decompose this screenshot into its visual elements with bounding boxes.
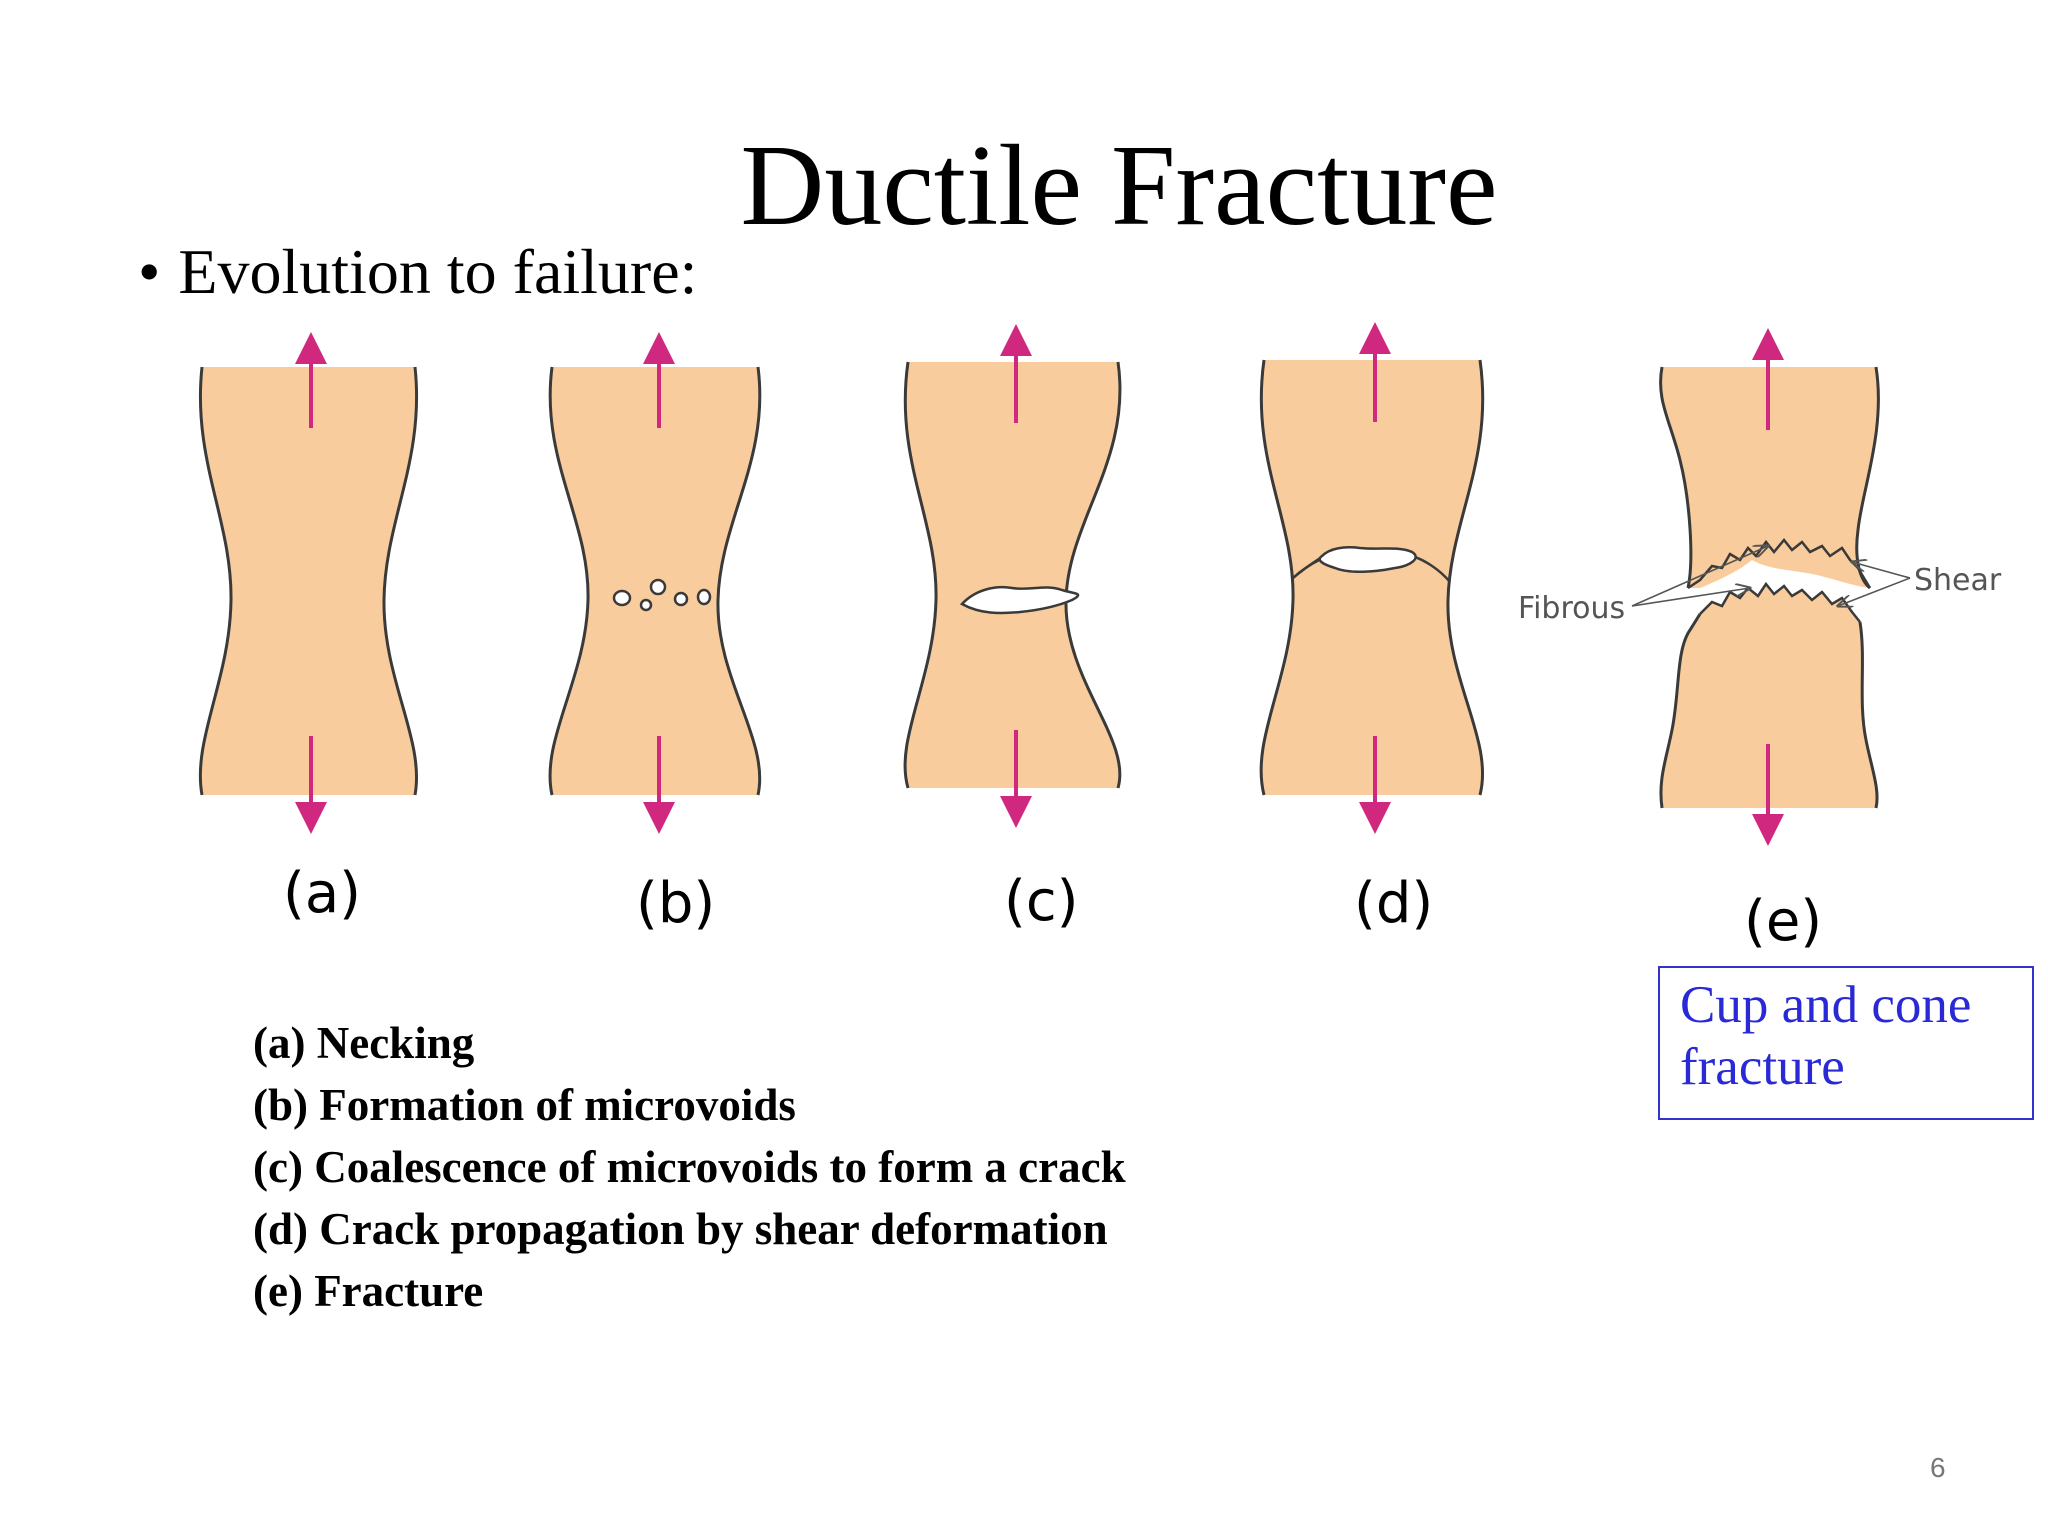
specimen-a <box>198 332 419 834</box>
shear-label: Shear <box>1914 563 2002 598</box>
specimen-d <box>1259 322 1485 834</box>
specimen-e: Fibrous Shear <box>1518 328 2002 846</box>
legend-item-e: (e) Fracture <box>253 1266 484 1316</box>
specimen-c <box>903 324 1122 828</box>
crack <box>959 586 1080 615</box>
panel-label-b: (b) <box>636 871 716 936</box>
fibrous-label: Fibrous <box>1518 591 1625 626</box>
microvoids <box>612 578 712 612</box>
panel-label-c: (c) <box>1004 869 1079 934</box>
bullet-marker: • <box>138 236 161 307</box>
cup-and-cone-callout: Cup and cone fracture <box>1658 966 2034 1120</box>
bullet-point: •Evolution to failure: <box>138 240 697 304</box>
panel-label-a: (a) <box>283 861 362 926</box>
crack <box>1318 546 1417 573</box>
legend-item-b: (b) Formation of microvoids <box>253 1080 796 1130</box>
bullet-text: Evolution to failure: <box>178 236 698 307</box>
stage-legend: (a) Necking (b) Formation of microvoids … <box>253 1012 1126 1322</box>
panel-label-e: (e) <box>1744 889 1823 954</box>
legend-item-a: (a) Necking <box>253 1018 475 1068</box>
slide-title: Ductile Fracture <box>740 122 1498 250</box>
callout-line-2: fracture <box>1680 1038 1845 1096</box>
legend-item-d: (d) Crack propagation by shear deformati… <box>253 1204 1108 1254</box>
upper-fragment <box>1660 367 1879 588</box>
legend-item-c: (c) Coalescence of microvoids to form a … <box>253 1142 1126 1192</box>
callout-line-1: Cup and cone <box>1680 976 1972 1034</box>
panel-label-d: (d) <box>1354 871 1434 936</box>
lower-fragment <box>1660 584 1878 808</box>
page-number: 6 <box>1930 1452 1946 1483</box>
specimen-b <box>548 332 762 834</box>
